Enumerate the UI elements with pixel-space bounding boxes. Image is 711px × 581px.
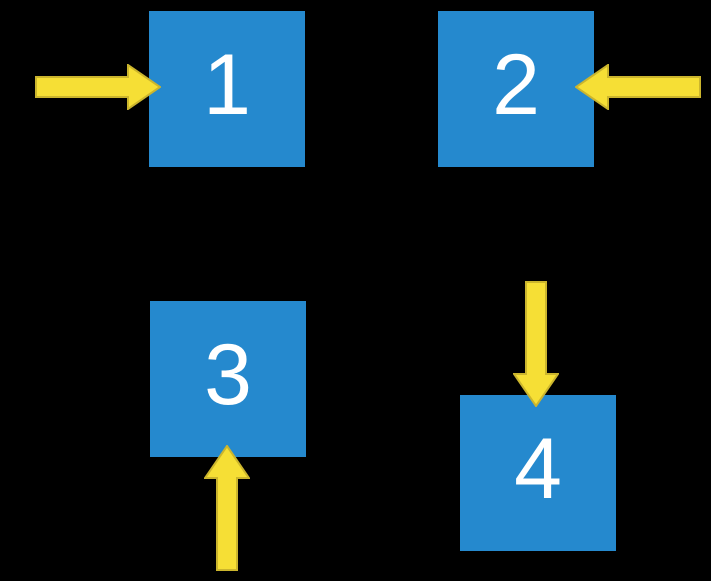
box-4-label: 4 (514, 421, 562, 517)
arrow-left-icon (575, 64, 701, 110)
arrow-down-icon (513, 281, 559, 407)
arrow-up-icon (204, 445, 250, 571)
numbered-box-4[interactable]: 4 (460, 395, 616, 551)
numbered-box-2[interactable]: 2 (438, 11, 594, 167)
box-1-label: 1 (203, 37, 251, 133)
numbered-box-3[interactable]: 3 (150, 301, 306, 457)
arrow-right-icon (35, 64, 161, 110)
box-2-label: 2 (492, 37, 540, 133)
box-3-label: 3 (204, 327, 252, 423)
numbered-box-1[interactable]: 1 (149, 11, 305, 167)
